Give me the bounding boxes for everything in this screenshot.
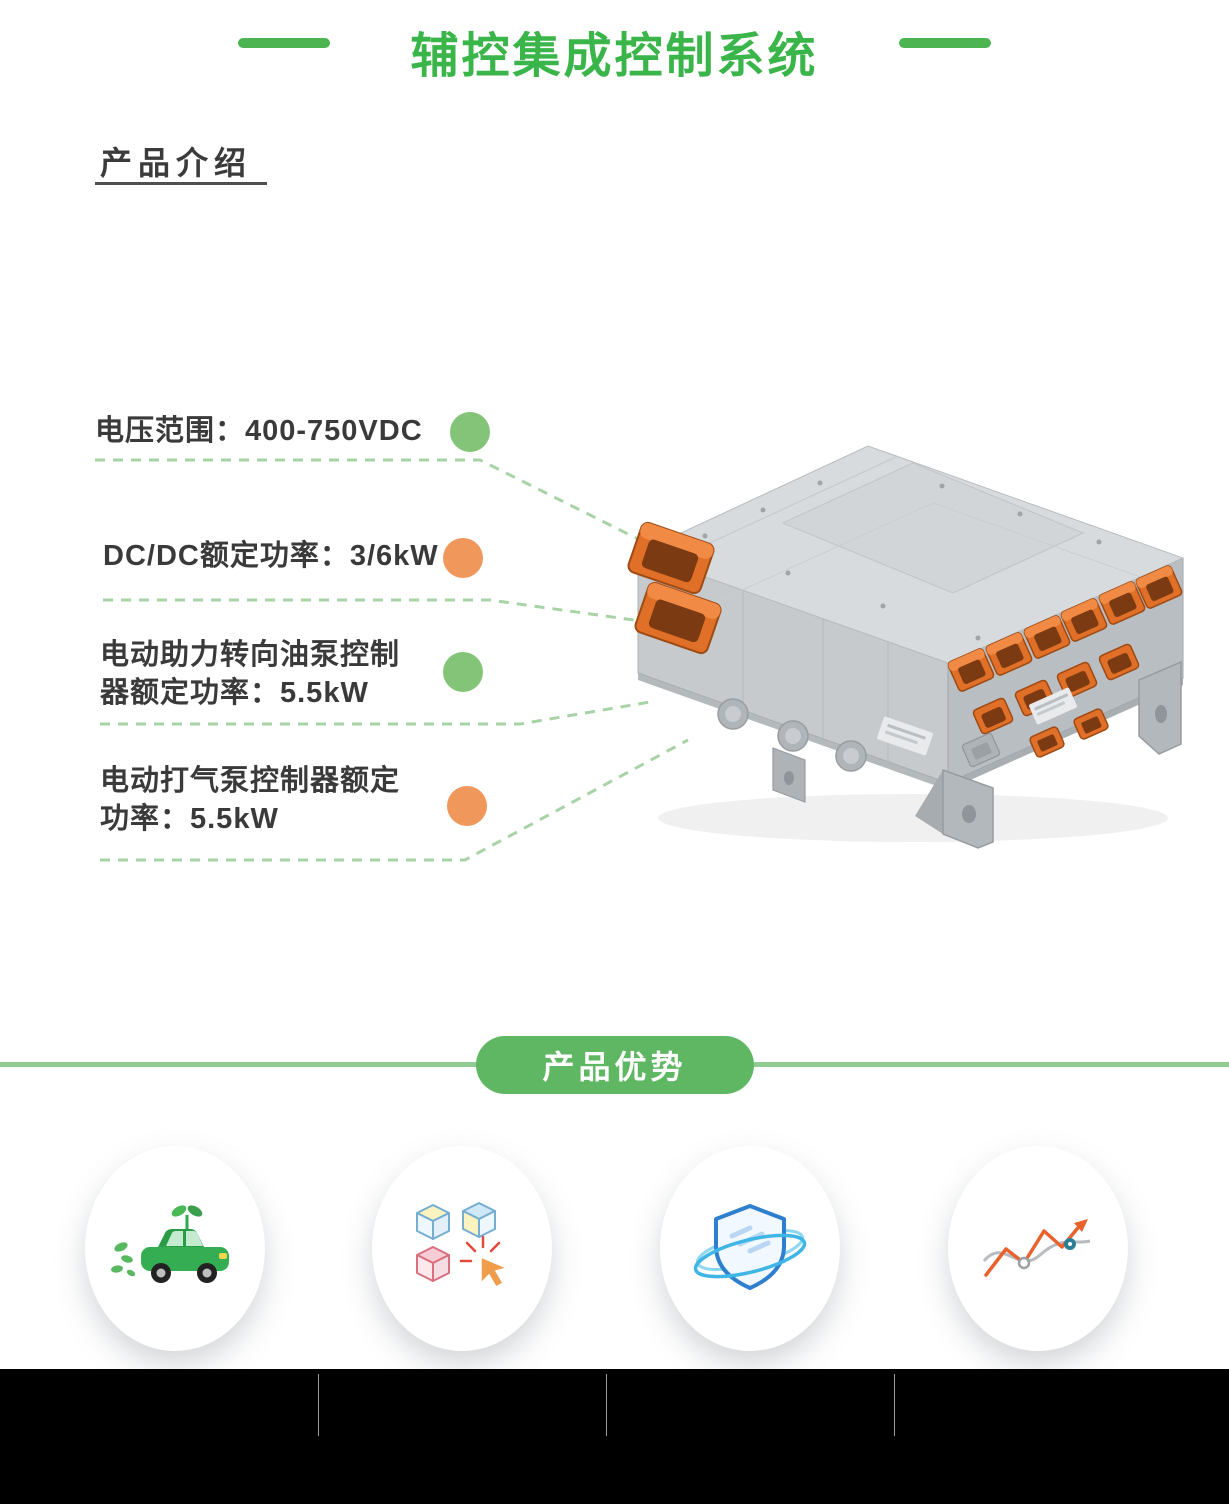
title-accent-bar-right bbox=[899, 38, 991, 48]
page-title: 辅控集成控制系统 bbox=[410, 30, 819, 83]
spec-item-dcdc-power: DC/DC额定功率：3/6kW bbox=[103, 537, 439, 575]
advantage-card-performance bbox=[948, 1146, 1128, 1351]
spec-label: DC/DC额定功率：3/6kW bbox=[103, 540, 439, 572]
section-heading-advantages: 产品优势 bbox=[475, 1036, 754, 1094]
eco-car-icon bbox=[111, 1204, 229, 1283]
spec-label: 电动打气泵控制器额定 bbox=[100, 765, 401, 797]
advantage-card-safety bbox=[660, 1146, 840, 1351]
spec-item-voltage-range: 电压范围：400-750VDC bbox=[95, 412, 423, 450]
connector-row-bottom bbox=[961, 708, 1109, 768]
product-image bbox=[627, 445, 1185, 849]
section-heading-intro: 产品介绍 bbox=[100, 145, 253, 181]
spec-label: 器额定功率：5.5kW bbox=[100, 677, 369, 709]
footer-divider bbox=[894, 1374, 895, 1436]
spec-dot bbox=[443, 652, 483, 692]
shield-protection-icon bbox=[693, 1203, 807, 1290]
advantage-card-integration bbox=[372, 1146, 552, 1351]
spec-item-steering-pump-power: 电动助力转向油泵控制 器额定功率：5.5kW bbox=[100, 636, 400, 712]
connector-row-top bbox=[947, 565, 1183, 692]
spec-label: 电压范围：400-750VDC bbox=[95, 415, 423, 447]
modular-cubes-icon bbox=[416, 1201, 510, 1288]
footer-divider bbox=[606, 1374, 607, 1436]
advantage-card-eco bbox=[85, 1146, 265, 1351]
spec-label: 电动助力转向油泵控制 bbox=[100, 639, 401, 671]
spec-dot bbox=[443, 538, 483, 578]
performance-chart-icon bbox=[982, 1218, 1091, 1277]
connector-block bbox=[627, 521, 715, 595]
footer bbox=[0, 1369, 1229, 1504]
connector-block bbox=[634, 581, 722, 655]
spec-item-air-pump-power: 电动打气泵控制器额定 功率：5.5kW bbox=[100, 762, 400, 838]
title-accent-bar-left bbox=[238, 38, 330, 48]
spec-label: 功率：5.5kW bbox=[100, 803, 279, 835]
spec-dot bbox=[447, 786, 487, 826]
intro-heading-underline bbox=[95, 182, 267, 185]
spec-dot bbox=[450, 412, 490, 452]
footer-divider bbox=[318, 1374, 319, 1436]
